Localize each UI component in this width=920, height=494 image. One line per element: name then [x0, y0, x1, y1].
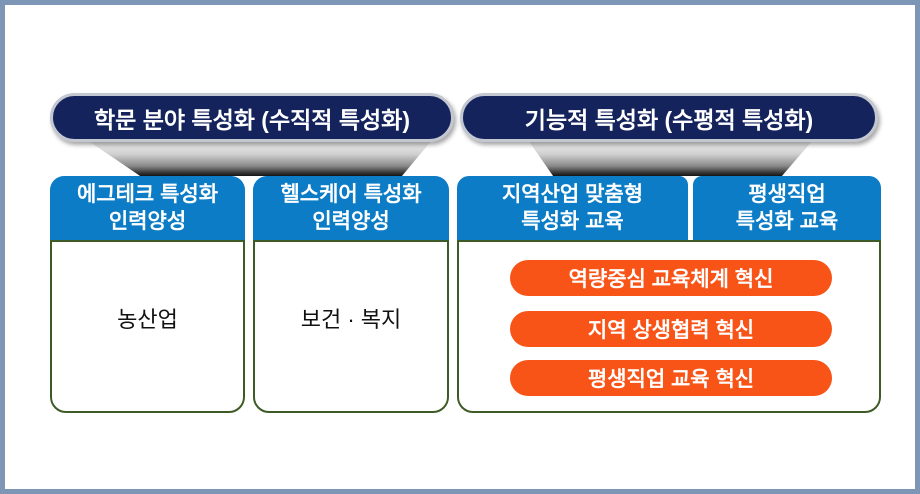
category-header-lifelong-vocation-line2: 특성화 교육	[735, 210, 839, 233]
innovation-pill-regional-cooperation-label: 지역 상생협력 혁신	[587, 319, 755, 342]
left-group-header-label: 학문 분야 특성화 (수직적 특성화)	[94, 106, 410, 133]
category-header-healthcare: 헬스케어 특성화 인력양성	[253, 176, 449, 240]
innovation-pill-regional-cooperation: 지역 상생협력 혁신	[510, 311, 832, 347]
category-header-lifelong-vocation: 평생직업 특성화 교육	[693, 176, 881, 240]
category-header-lifelong-vocation-line1: 평생직업	[748, 182, 826, 206]
category-header-agtech-line2: 인력양성	[108, 210, 187, 233]
body-card-health-welfare: 보건 · 복지	[253, 240, 449, 413]
category-header-healthcare-line1: 헬스케어 특성화	[280, 182, 422, 206]
category-header-agtech: 에그테크 특성화 인력양성	[50, 176, 245, 240]
innovation-pill-competency-label: 역량중심 교육체계 혁신	[568, 268, 774, 291]
right-group-header-pill: 기능적 특성화 (수평적 특성화)	[460, 93, 878, 142]
right-funnel-shape	[528, 140, 813, 176]
category-header-regional-industry-line2: 특성화 교육	[521, 210, 624, 233]
left-funnel-shape	[87, 140, 432, 176]
innovation-pill-competency: 역량중심 교육체계 혁신	[510, 260, 832, 296]
category-header-agtech-line1: 에그테크 특성화	[76, 182, 219, 206]
left-group-header-pill: 학문 분야 특성화 (수직적 특성화)	[50, 93, 454, 142]
innovation-pill-lifelong-education-label: 평생직업 교육 혁신	[587, 368, 755, 391]
body-label-health-welfare: 보건 · 복지	[300, 306, 402, 332]
body-label-agri-industry: 농산업	[117, 306, 178, 332]
category-header-regional-industry-line1: 지역산업 맞춤형	[501, 182, 644, 206]
body-card-agri-industry: 농산업	[50, 240, 245, 413]
category-header-regional-industry: 지역산업 맞춤형 특성화 교육	[457, 176, 688, 240]
innovation-pill-lifelong-education: 평생직업 교육 혁신	[510, 360, 832, 396]
right-group-header-label: 기능적 특성화 (수평적 특성화)	[524, 106, 814, 133]
category-header-healthcare-line2: 인력양성	[312, 210, 390, 233]
